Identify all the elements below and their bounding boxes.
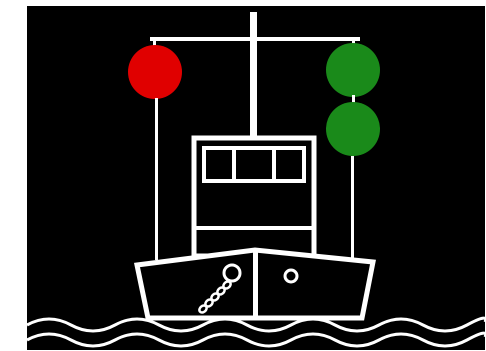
window-divider-2 (272, 148, 276, 181)
main-mast (250, 12, 257, 140)
green-ball-lower (326, 102, 380, 156)
stem-line (253, 250, 258, 318)
yard-crossbar (150, 37, 360, 41)
wheelhouse-band (194, 226, 314, 230)
window-divider-1 (232, 148, 236, 181)
rigging-right (351, 156, 354, 260)
red-ball (128, 45, 182, 99)
green-ball-upper (326, 43, 380, 97)
rigging-left (155, 98, 158, 260)
